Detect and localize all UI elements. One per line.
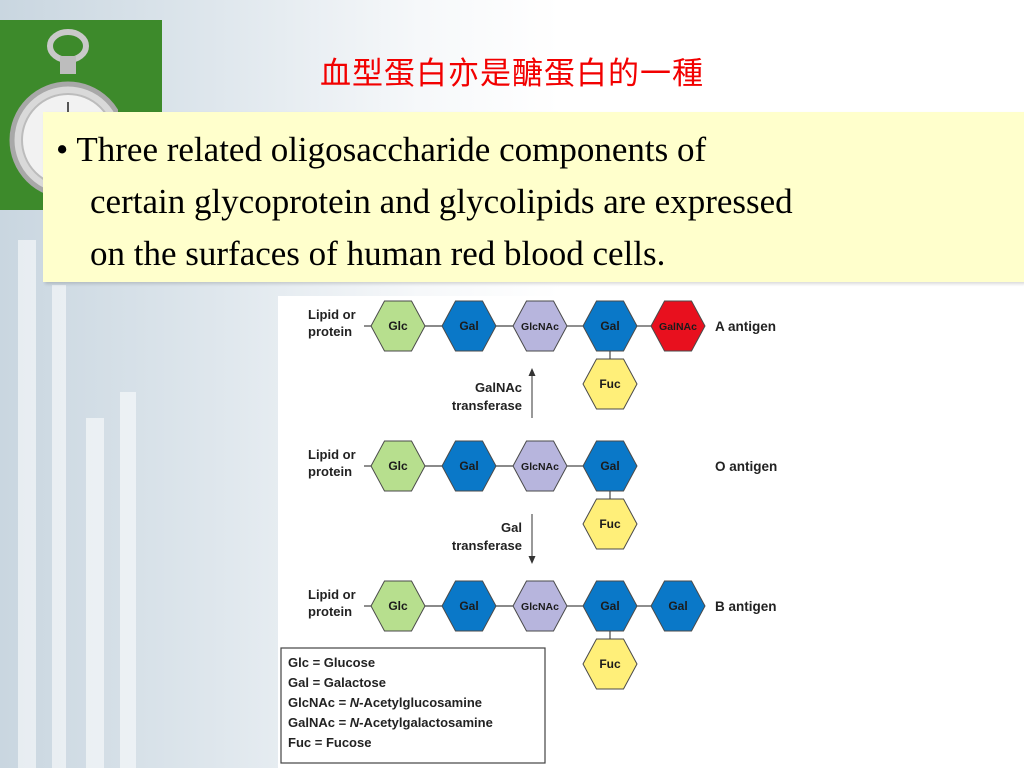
- bullet-line-2: certain glycoprotein and glycolipids are…: [90, 182, 793, 221]
- sugar-fuc: [582, 358, 638, 410]
- sugar-glcnac-label: GlcNAc: [521, 601, 559, 613]
- sugar-glcnac: [512, 440, 568, 492]
- sugar-gal-label: Gal: [459, 599, 478, 613]
- sugar-gal: [441, 580, 497, 632]
- legend-entry: GalNAc = N-Acetylgalactosamine: [288, 715, 493, 730]
- decorative-bar: [86, 418, 104, 768]
- anchor-label: Lipid or: [308, 447, 356, 462]
- sugar-glcnac-label: GlcNAc: [521, 321, 559, 333]
- sugar-gal-label: Gal: [600, 319, 619, 333]
- bullet-line-1: Three related oligosaccharide components…: [76, 130, 707, 169]
- sugar-fuc: [582, 638, 638, 690]
- enzyme-name: GalNAc: [475, 380, 522, 395]
- bullet-text-box: [43, 112, 1024, 282]
- bullet-marker: •: [56, 130, 69, 169]
- sugar-glc: [370, 580, 426, 632]
- sugar-gal: [650, 580, 706, 632]
- enzyme-name: transferase: [452, 538, 522, 553]
- anchor-label: protein: [308, 324, 352, 339]
- anchor-label: protein: [308, 604, 352, 619]
- bullet-paragraph: • Three related oligosaccharide componen…: [56, 124, 1016, 280]
- sugar-gal-label: Gal: [600, 459, 619, 473]
- arrow-head: [528, 368, 536, 376]
- sugar-glc-label: Glc: [388, 319, 408, 333]
- sugar-glc-label: Glc: [388, 599, 408, 613]
- sugar-glcnac: [512, 580, 568, 632]
- sugar-glc: [370, 440, 426, 492]
- sugar-gal: [441, 300, 497, 352]
- enzyme-name: Gal: [501, 520, 522, 535]
- sugar-gal-label: Gal: [459, 319, 478, 333]
- decorative-bar: [52, 285, 66, 768]
- sugar-gal: [441, 440, 497, 492]
- arrow-head: [528, 556, 536, 564]
- legend-entry: Fuc = Fucose: [288, 735, 371, 750]
- sugar-glcnac: [512, 300, 568, 352]
- sugar-gal-label: Gal: [668, 599, 687, 613]
- slide-title: 血型蛋白亦是醣蛋白的一種: [320, 56, 704, 92]
- anchor-label: protein: [308, 464, 352, 479]
- sugar-gal-label: Gal: [600, 599, 619, 613]
- decorative-bar: [120, 392, 136, 768]
- sugar-glcnac-label: GlcNAc: [521, 461, 559, 473]
- anchor-label: Lipid or: [308, 307, 356, 322]
- legend-entry: Glc = Glucose: [288, 655, 375, 670]
- legend-entry: Gal = Galactose: [288, 675, 386, 690]
- sugar-gal-label: Gal: [459, 459, 478, 473]
- anchor-label: Lipid or: [308, 587, 356, 602]
- sugar-gal: [582, 300, 638, 352]
- sugar-glc: [370, 300, 426, 352]
- enzyme-name: transferase: [452, 398, 522, 413]
- sugar-fuc: [582, 498, 638, 550]
- legend-box: [280, 647, 546, 764]
- antigen-name: A antigen: [715, 319, 776, 334]
- sugar-fuc-label: Fuc: [599, 377, 621, 391]
- sugar-glc-label: Glc: [388, 459, 408, 473]
- decorative-bar: [18, 240, 36, 768]
- sugar-galnac: [650, 300, 706, 352]
- sugar-fuc-label: Fuc: [599, 657, 621, 671]
- legend-entry: GlcNAc = N-Acetylglucosamine: [288, 695, 482, 710]
- sugar-gal: [582, 440, 638, 492]
- sugar-galnac-label: GalNAc: [659, 321, 697, 333]
- antigen-name: O antigen: [715, 459, 777, 474]
- bullet-line-3: on the surfaces of human red blood cells…: [90, 234, 666, 273]
- antigen-name: B antigen: [715, 599, 777, 614]
- sugar-gal: [582, 580, 638, 632]
- sugar-fuc-label: Fuc: [599, 517, 621, 531]
